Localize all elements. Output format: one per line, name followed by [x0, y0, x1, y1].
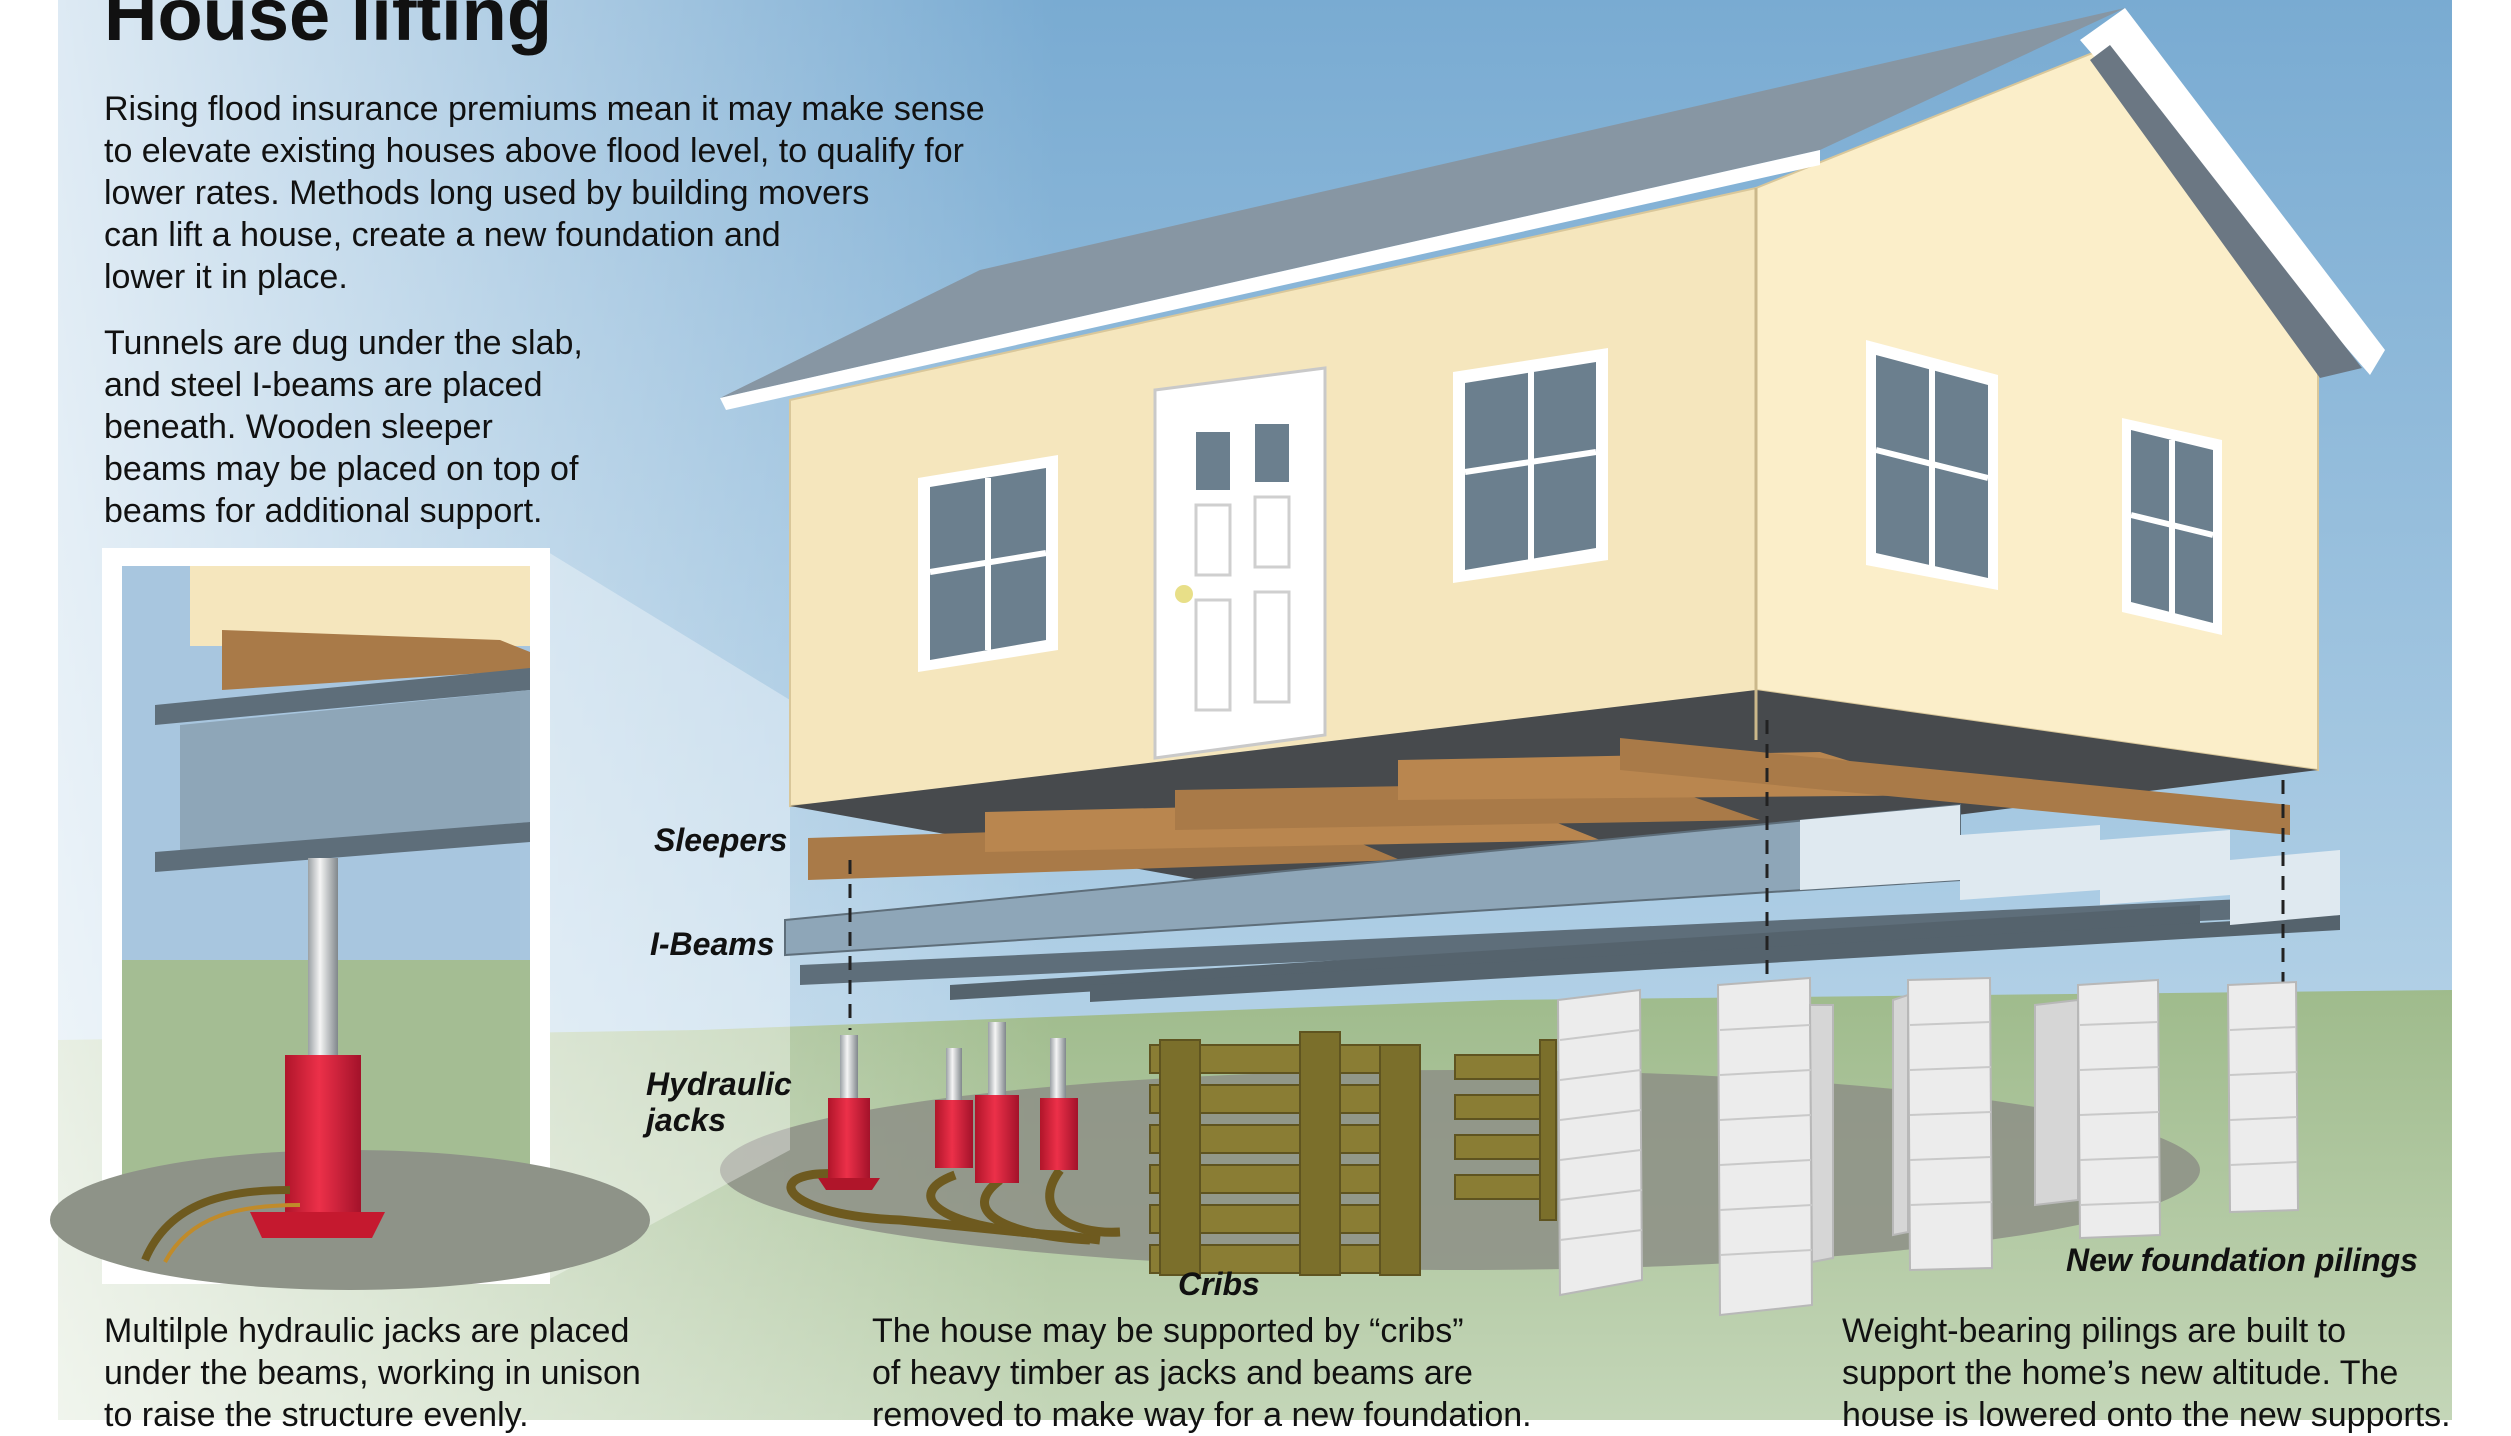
- piling: [1892, 993, 1909, 1237]
- i-beam-end: [1960, 825, 2100, 900]
- piling: [1906, 976, 1994, 1272]
- i-beam-flange: [800, 895, 2330, 985]
- caption-pilings: Weight-bearing pilings are built to supp…: [1842, 1312, 2451, 1434]
- inset-sleeper: [222, 630, 530, 690]
- door-window-left: [1196, 432, 1230, 490]
- label-sleepers: Sleepers: [654, 822, 788, 858]
- tunnels-text: Tunnels are dug under the slab, and stee…: [104, 324, 583, 530]
- hydraulic-jacks: [786, 1022, 1121, 1245]
- piling: [1556, 988, 1644, 1297]
- piling: [2076, 978, 2162, 1240]
- piling: [1808, 1004, 1834, 1264]
- window-front-right: [1453, 348, 1608, 583]
- inset-flange-top: [155, 668, 530, 725]
- hose: [786, 1169, 1051, 1240]
- inset-jack-base: [250, 1212, 385, 1238]
- pilings: [1556, 976, 2300, 1317]
- label-cribs: Cribs: [1178, 1266, 1260, 1302]
- roof-fascia: [720, 150, 1820, 410]
- piling-bricks: [1559, 1021, 2298, 1256]
- sleepers: [808, 738, 2290, 880]
- inset-flange-bottom: [155, 822, 530, 872]
- roof-front: [720, 8, 2125, 398]
- roof-edge: [2080, 8, 2385, 375]
- door-panel: [1194, 598, 1232, 712]
- jack-detail-inset: [50, 548, 650, 1290]
- piling: [2226, 980, 2300, 1214]
- crib-stack: [1454, 1039, 1557, 1221]
- hose: [980, 1176, 1091, 1245]
- zoom-connector: [548, 552, 790, 1280]
- cribs: [1149, 1031, 1557, 1276]
- label-new-foundation-pilings: New foundation pilings: [2066, 1242, 2418, 1278]
- inset-jack-body: [285, 1055, 361, 1215]
- crib-stack: [1149, 1031, 1421, 1276]
- jack: [975, 1022, 1019, 1183]
- jack: [1040, 1038, 1078, 1170]
- ibeams: [784, 803, 2340, 1002]
- caption-cribs: The house may be supported by “cribs” of…: [872, 1312, 1532, 1434]
- piling: [1716, 976, 1814, 1317]
- window-side-right: [2122, 418, 2222, 635]
- guide-lines: [848, 720, 2285, 1030]
- roof-side: [2090, 45, 2362, 378]
- i-beam-end: [1800, 805, 1960, 890]
- jack: [818, 1035, 880, 1190]
- hose: [1045, 1167, 1121, 1237]
- door-panel: [1253, 590, 1291, 704]
- inset-hose: [163, 1203, 301, 1263]
- door-window-right: [1255, 424, 1289, 482]
- i-beam-end: [2230, 850, 2340, 925]
- page-title: House lifting: [104, 0, 553, 56]
- inset-jack-ram: [308, 858, 338, 1058]
- jack: [935, 1048, 973, 1168]
- i-beam-end: [2100, 830, 2230, 905]
- window-side-left: [1866, 340, 1998, 590]
- sleeper-beam: [1620, 738, 2290, 835]
- front-door: [1153, 366, 1327, 760]
- door-knob: [1175, 585, 1193, 603]
- inset-web: [180, 690, 530, 852]
- label-ibeams: I-Beams: [650, 926, 775, 962]
- inset-hose: [141, 1186, 291, 1262]
- caption-jacks: Multilple hydraulic jacks are placed und…: [104, 1312, 641, 1434]
- house: [720, 8, 2385, 880]
- window-front-left: [918, 455, 1058, 672]
- door-panel: [1253, 495, 1291, 569]
- i-beam-flange: [1090, 915, 2340, 1002]
- door-panel: [1194, 503, 1232, 577]
- piling: [2034, 998, 2079, 1207]
- intro-text: Rising flood insurance premiums mean it …: [104, 90, 985, 296]
- label-hydraulic-jacks: Hydraulic jacks: [646, 1066, 792, 1138]
